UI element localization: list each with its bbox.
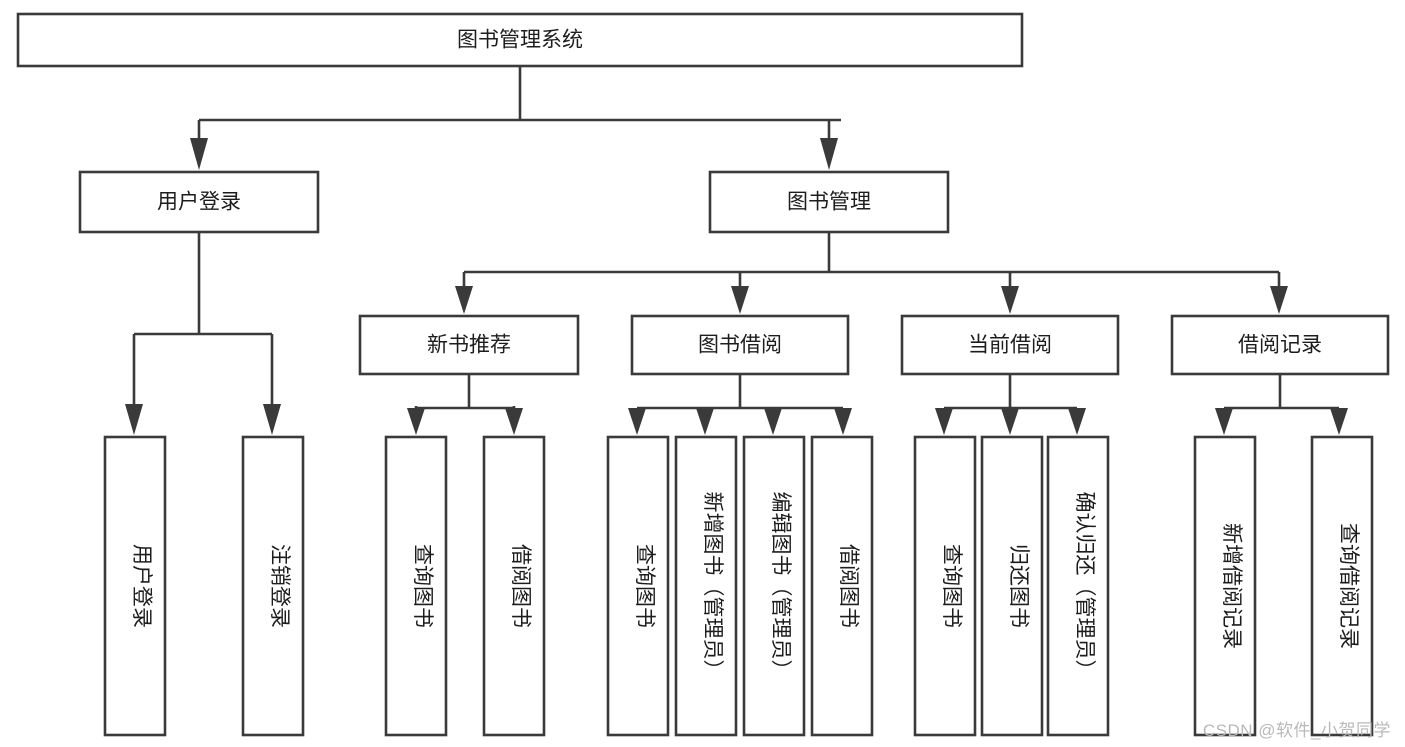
node-leaf-user-login[interactable]: 用户登录 — [103, 435, 167, 737]
node-leaf-edit-book-admin-label: 编辑图书（管理员） — [769, 492, 792, 681]
connector-group-book-manage — [455, 232, 1288, 314]
arrow-head-leaf-add-book-admin — [696, 408, 714, 435]
node-leaf-query-book-borrow-label: 查询图书 — [633, 544, 656, 628]
node-book-borrow-box[interactable] — [630, 314, 850, 376]
arrow-head-leaf-user-login — [125, 404, 143, 435]
node-leaf-query-book-borrow[interactable]: 查询图书 — [606, 435, 670, 737]
node-user-login[interactable]: 用户登录 — [78, 170, 320, 234]
node-book-manage-label: 图书管理 — [787, 191, 871, 214]
connector-group-new-book-recommend — [407, 374, 523, 435]
node-leaf-edit-book-admin[interactable]: 编辑图书（管理员） — [742, 435, 806, 737]
node-leaf-user-logout[interactable]: 注销登录 — [241, 435, 305, 737]
node-leaf-query-borrow-record-label: 查询借阅记录 — [1337, 523, 1360, 649]
node-leaf-borrow-book-box[interactable] — [810, 435, 874, 737]
node-leaf-query-book-current-box[interactable] — [913, 435, 977, 737]
arrow-head-leaf-query-book-recommend — [407, 408, 425, 435]
node-leaf-borrow-book[interactable]: 借阅图书 — [810, 435, 874, 737]
arrow-head-leaf-query-borrow-record — [1330, 408, 1348, 435]
node-leaf-borrow-book-label: 借阅图书 — [837, 544, 860, 628]
arrow-head-leaf-return-book — [1001, 408, 1019, 435]
node-borrow-record-label: 借阅记录 — [1238, 334, 1322, 357]
connector-group-book-borrow — [628, 374, 852, 435]
node-leaf-add-borrow-record[interactable]: 新增借阅记录 — [1193, 435, 1257, 737]
node-leaf-query-borrow-record-box[interactable] — [1310, 435, 1374, 737]
node-current-borrow[interactable]: 当前借阅 — [900, 314, 1120, 376]
node-leaf-add-borrow-record-box[interactable] — [1193, 435, 1257, 737]
node-leaf-user-logout-label: 注销登录 — [268, 544, 291, 628]
node-leaf-borrow-book-recommend[interactable]: 借阅图书 — [482, 435, 546, 737]
node-leaf-return-book[interactable]: 归还图书 — [980, 435, 1044, 737]
node-new-book-recommend[interactable]: 新书推荐 — [358, 314, 580, 376]
node-leaf-query-book-borrow-box[interactable] — [606, 435, 670, 737]
arrow-head-leaf-query-book-current — [935, 408, 953, 435]
arrow-head-leaf-query-book-borrow — [628, 408, 646, 435]
node-root-box[interactable] — [16, 12, 1024, 68]
node-user-login-label: 用户登录 — [157, 191, 241, 214]
arrow-head-current-borrow — [1001, 286, 1019, 314]
node-leaf-confirm-return-admin-label: 确认归还（管理员） — [1073, 492, 1096, 681]
node-leaf-confirm-return-admin[interactable]: 确认归还（管理员） — [1046, 435, 1110, 737]
node-leaf-add-borrow-record-label: 新增借阅记录 — [1220, 523, 1243, 649]
arrow-head-borrow-record — [1270, 286, 1288, 314]
node-root-label: 图书管理系统 — [457, 29, 583, 52]
node-book-manage-box[interactable] — [708, 170, 950, 234]
node-leaf-user-login-label: 用户登录 — [130, 544, 153, 628]
node-leaf-query-book-current[interactable]: 查询图书 — [913, 435, 977, 737]
node-new-book-recommend-box[interactable] — [358, 314, 580, 376]
arrow-head-leaf-edit-book-admin — [764, 408, 782, 435]
node-leaf-query-borrow-record[interactable]: 查询借阅记录 — [1310, 435, 1374, 737]
node-current-borrow-label: 当前借阅 — [968, 334, 1052, 357]
arrow-head-leaf-borrow-book-recommend — [505, 408, 523, 435]
node-leaf-query-book-current-label: 查询图书 — [940, 544, 963, 628]
node-leaf-query-book-recommend-label: 查询图书 — [411, 544, 434, 628]
node-borrow-record-box[interactable] — [1170, 314, 1390, 376]
node-leaf-edit-book-admin-box[interactable] — [742, 435, 806, 737]
node-leaf-query-book-recommend-box[interactable] — [384, 435, 448, 737]
arrow-head-new-book-recommend — [455, 286, 473, 314]
arrow-head-leaf-confirm-return-admin — [1068, 408, 1086, 435]
node-book-manage[interactable]: 图书管理 — [708, 170, 950, 234]
arrow-head-book-borrow — [731, 286, 749, 314]
node-leaf-confirm-return-admin-box[interactable] — [1046, 435, 1110, 737]
node-leaf-add-book-admin-box[interactable] — [674, 435, 738, 737]
arrow-head-book-manage — [820, 138, 838, 170]
node-root[interactable]: 图书管理系统 — [16, 12, 1024, 68]
arrow-head-leaf-borrow-book — [834, 408, 852, 435]
node-leaf-borrow-book-recommend-label: 借阅图书 — [509, 544, 532, 628]
node-leaf-query-book-recommend[interactable]: 查询图书 — [384, 435, 448, 737]
csdn-watermark: CSDN @软件_小贺同学 — [1202, 721, 1391, 740]
node-borrow-record[interactable]: 借阅记录 — [1170, 314, 1390, 376]
connector-group-user-login — [125, 232, 281, 435]
node-new-book-recommend-label: 新书推荐 — [427, 334, 511, 357]
node-leaf-user-logout-box[interactable] — [241, 435, 305, 737]
node-user-login-box[interactable] — [78, 170, 320, 234]
arrow-head-leaf-add-borrow-record — [1215, 408, 1233, 435]
arrow-head-leaf-user-logout — [263, 404, 281, 435]
node-leaf-return-book-label: 归还图书 — [1007, 544, 1030, 628]
node-leaf-add-book-admin-label: 新增图书（管理员） — [701, 492, 724, 681]
connector-group-borrow-record — [1215, 374, 1348, 435]
node-book-borrow-label: 图书借阅 — [698, 334, 782, 357]
node-leaf-borrow-book-recommend-box[interactable] — [482, 435, 546, 737]
connector-group-current-borrow — [935, 374, 1086, 435]
node-leaf-user-login-box[interactable] — [103, 435, 167, 737]
connector-group-root — [190, 66, 841, 170]
node-leaf-return-book-box[interactable] — [980, 435, 1044, 737]
arrow-head-user-login — [190, 138, 208, 170]
node-book-borrow[interactable]: 图书借阅 — [630, 314, 850, 376]
node-current-borrow-box[interactable] — [900, 314, 1120, 376]
node-leaf-add-book-admin[interactable]: 新增图书（管理员） — [674, 435, 738, 737]
